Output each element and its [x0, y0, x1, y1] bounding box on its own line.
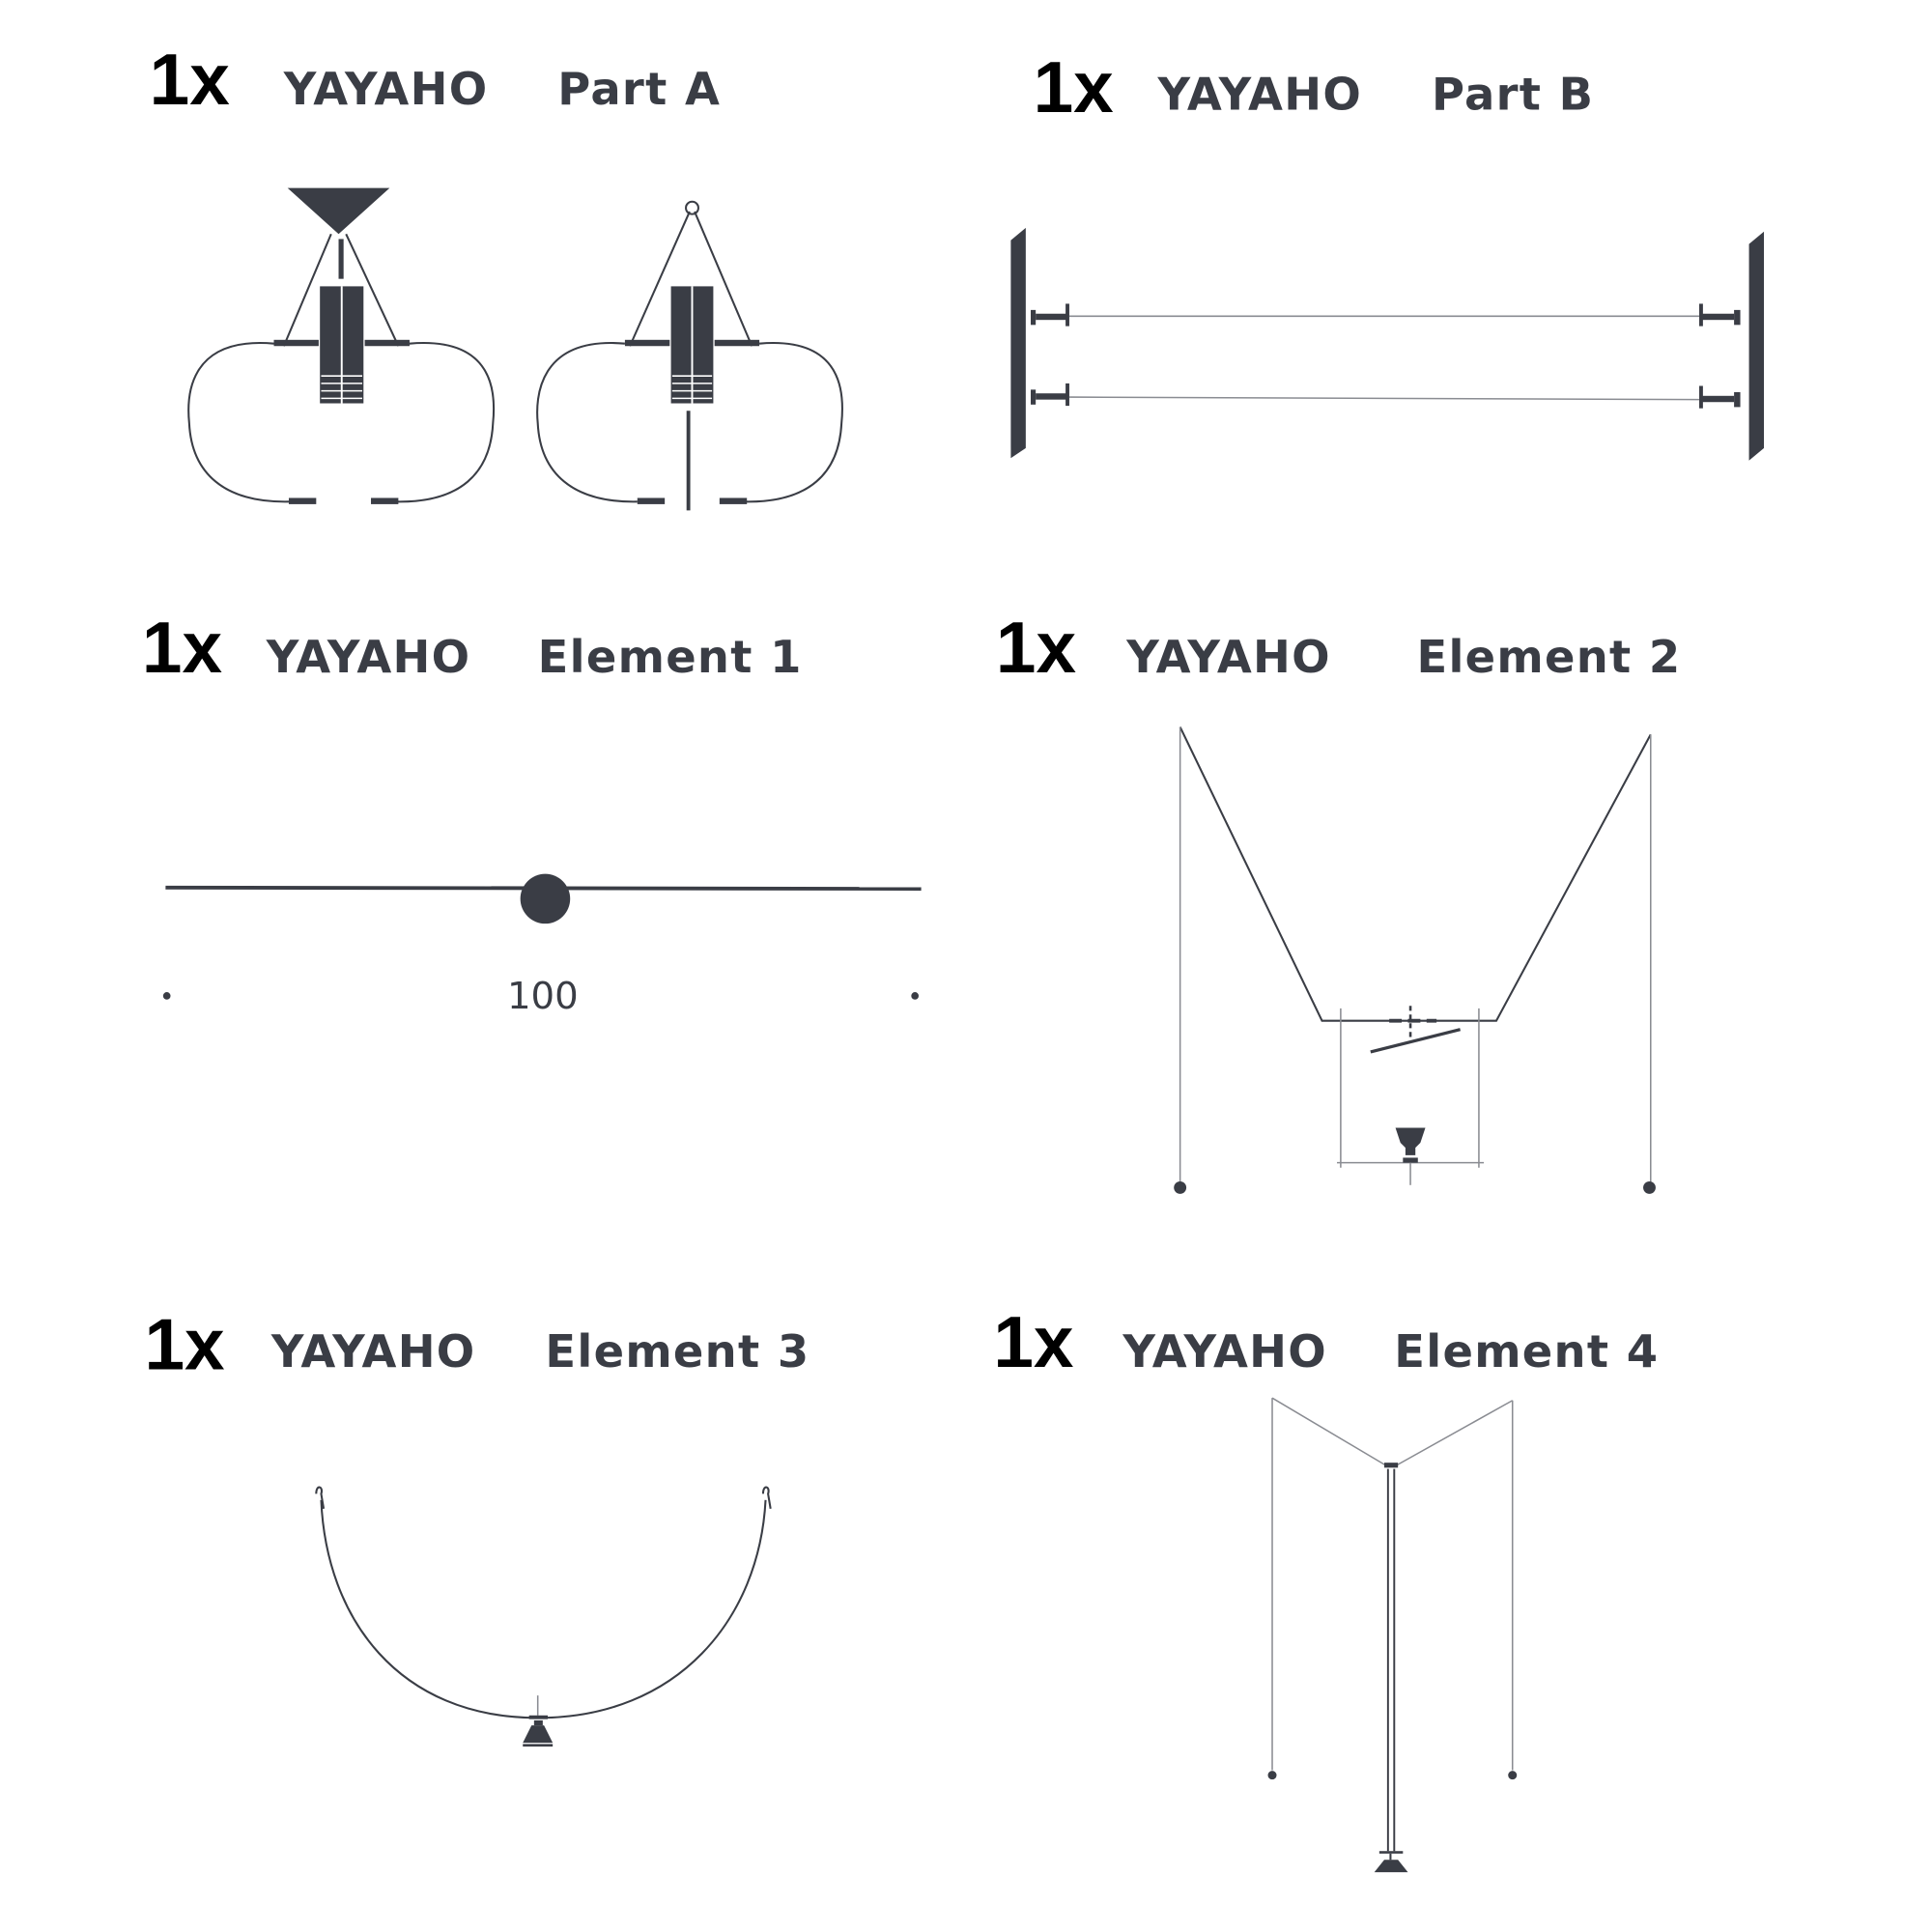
element-4-floor-pendant-icon [1267, 1397, 1518, 1873]
element-3-arc-pendant-icon [315, 1486, 772, 1747]
element-2-section: 1x YAYAHO Element 2 [996, 607, 1681, 1194]
element-3-brand: YAYAHO [270, 1325, 476, 1378]
part-a-section: 1x YAYAHO Part A [150, 39, 843, 511]
element-4-name: Element 4 [1394, 1325, 1659, 1378]
part-b-quantity: 1x [1034, 46, 1115, 128]
element-3-name: Element 3 [545, 1325, 810, 1378]
part-b-wall-bracket-icon [1010, 227, 1765, 461]
element-1-rod-icon [162, 873, 922, 1000]
element-1-dimension-label: 100 [507, 975, 579, 1018]
element-4-quantity: 1x [993, 1301, 1074, 1382]
part-b-section: 1x YAYAHO Part B [1010, 46, 1765, 461]
part-a-ceiling-hook-icon [536, 200, 843, 511]
element-1-quantity: 1x [142, 607, 223, 688]
element-4-section: 1x YAYAHO Element 4 [993, 1301, 1659, 1873]
element-4-brand: YAYAHO [1122, 1325, 1327, 1378]
part-a-name: Part A [557, 63, 721, 115]
element-2-pendant-icon [1174, 726, 1656, 1194]
part-a-ceiling-lamp-icon [187, 187, 496, 504]
element-3-quantity: 1x [144, 1304, 225, 1385]
part-b-brand: YAYAHO [1156, 68, 1362, 120]
element-1-name: Element 1 [538, 631, 803, 683]
part-a-brand: YAYAHO [283, 63, 489, 115]
element-2-brand: YAYAHO [1125, 631, 1331, 683]
part-b-name: Part B [1432, 68, 1594, 120]
element-3-section: 1x YAYAHO Element 3 [144, 1304, 810, 1747]
part-a-quantity: 1x [150, 39, 231, 120]
element-2-name: Element 2 [1416, 631, 1681, 683]
element-1-brand: YAYAHO [266, 631, 471, 683]
element-2-quantity: 1x [996, 607, 1077, 688]
element-1-section: 1x YAYAHO Element 1 100 [142, 607, 922, 1018]
